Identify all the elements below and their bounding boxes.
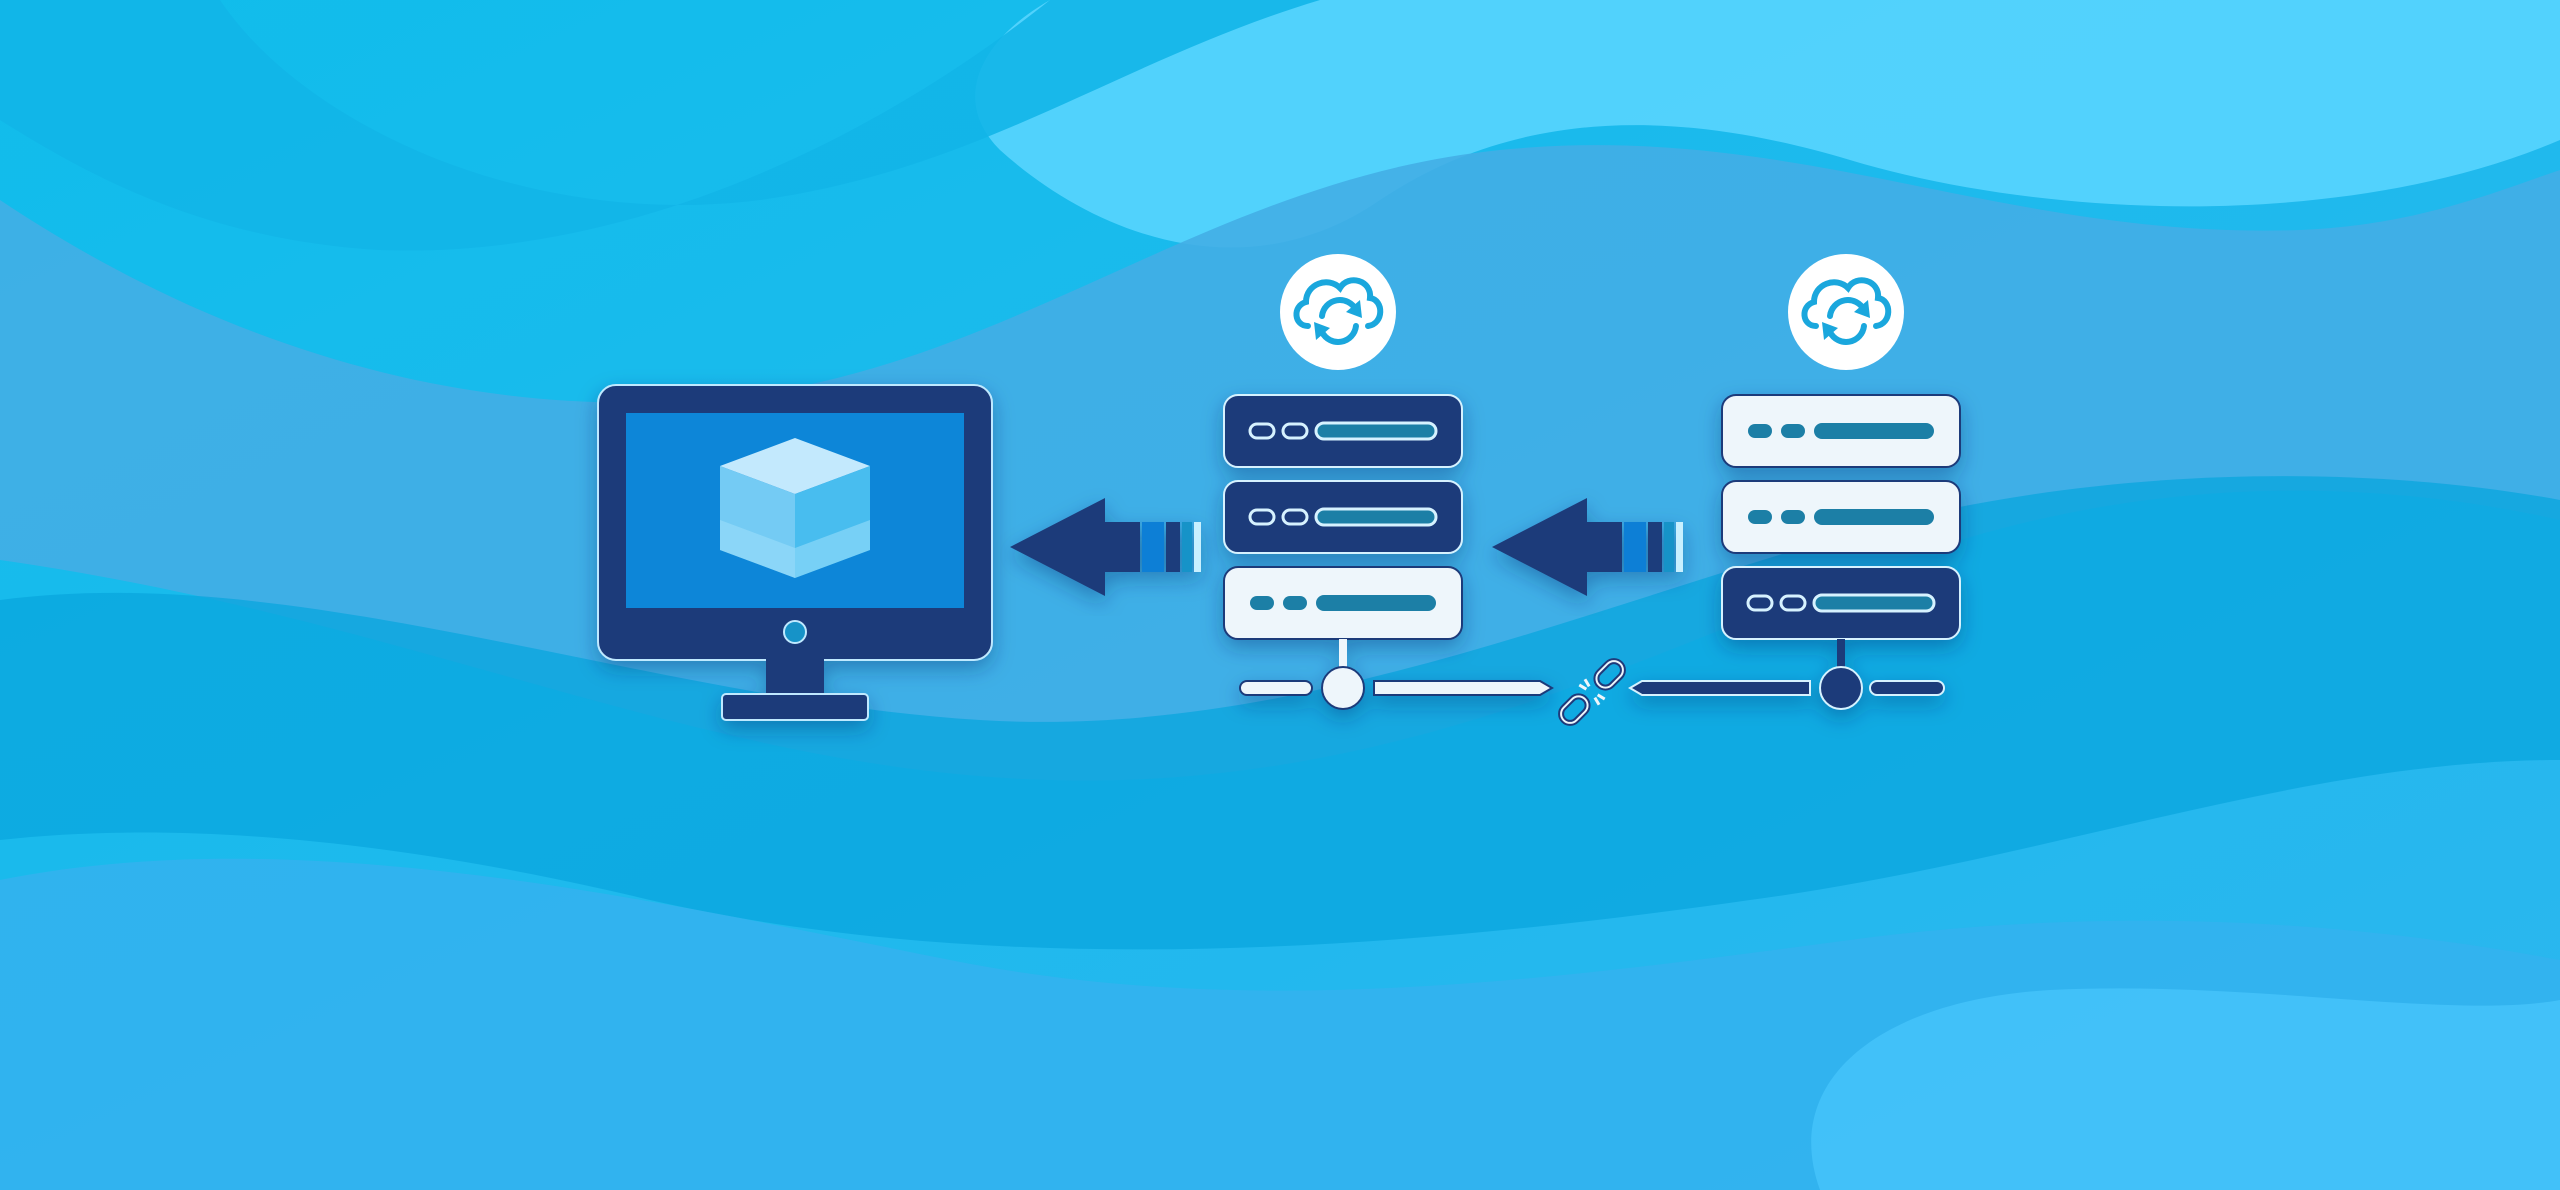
monitor-power-button xyxy=(783,620,807,644)
network-line xyxy=(1239,680,1313,696)
transfer-arrow-icon xyxy=(1492,498,1683,596)
network-node xyxy=(1321,666,1365,710)
monitor-base xyxy=(721,693,869,721)
network-line xyxy=(1869,680,1945,696)
server-rack-icon xyxy=(1223,394,1554,710)
virtual-machine-cube-icon xyxy=(720,438,870,578)
network-node xyxy=(1819,666,1863,710)
cloud-sync-icon xyxy=(1280,254,1396,370)
broken-link-icon xyxy=(1558,658,1626,726)
wave-bottom-right-light xyxy=(1811,988,2560,1190)
wave-left-top xyxy=(0,0,1320,251)
network-line xyxy=(1373,680,1554,696)
monitor-neck xyxy=(766,658,824,698)
network-line xyxy=(1628,680,1811,696)
cloud-sync-icon xyxy=(1788,254,1904,370)
server-rack-icon xyxy=(1628,394,1961,710)
transfer-arrow-icon xyxy=(1010,498,1201,596)
